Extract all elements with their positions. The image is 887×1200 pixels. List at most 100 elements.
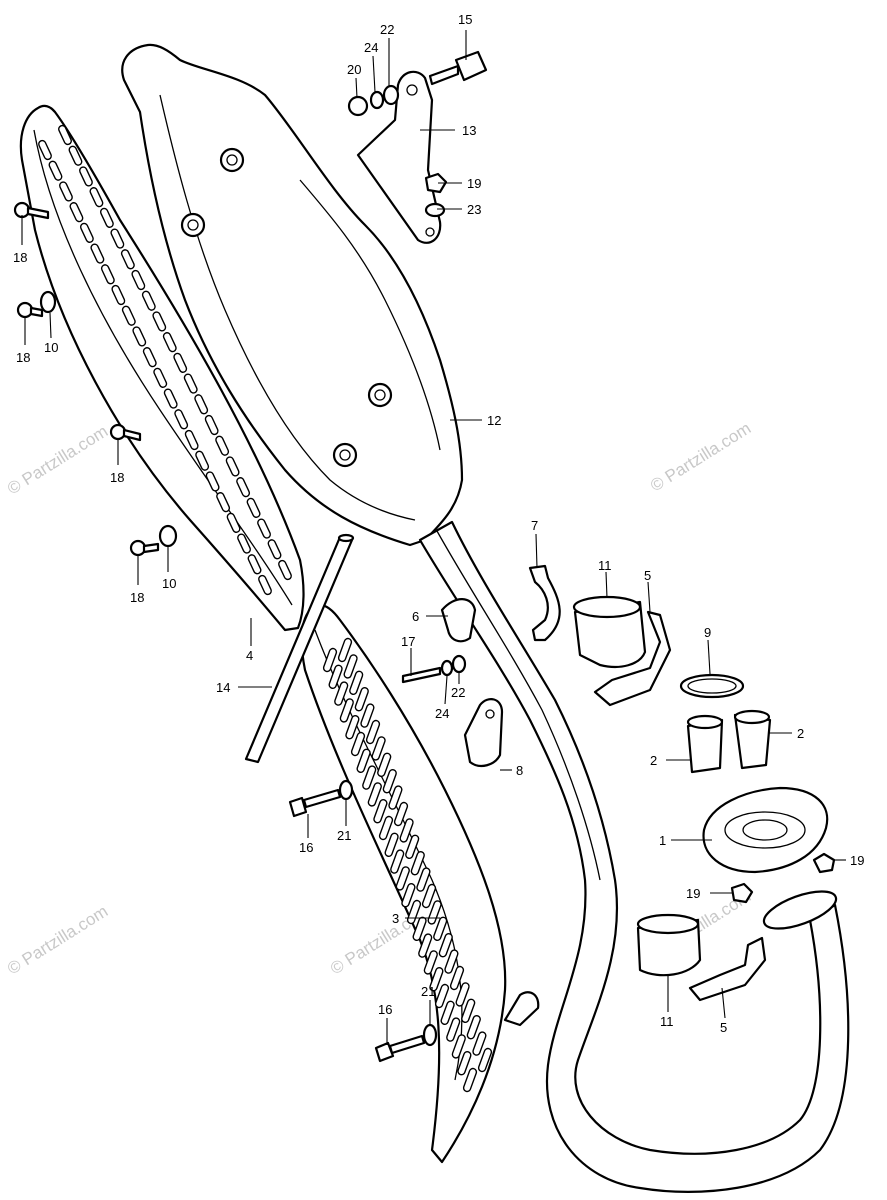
- bracket-part-13: [356, 70, 442, 244]
- heat-shield-slot: [455, 982, 470, 1007]
- heat-shield-slot: [438, 933, 453, 958]
- callout-10: 10: [162, 576, 176, 591]
- heat-shield-slot: [267, 539, 282, 560]
- heat-shield-slot: [100, 264, 115, 285]
- callout-18: 18: [110, 470, 124, 485]
- rod-part-14: [244, 533, 355, 764]
- heat-shield-slot: [350, 731, 366, 757]
- heat-shield-slot: [339, 698, 354, 723]
- callout-18: 18: [130, 590, 144, 605]
- callout-8: 8: [516, 763, 523, 778]
- muffler-bolt: [332, 442, 358, 468]
- nut-19b: [812, 852, 836, 874]
- callout-2: 2: [797, 726, 804, 741]
- callout-19: 19: [467, 176, 481, 191]
- heat-shield-slot: [388, 785, 403, 810]
- bolts-lower: [288, 779, 540, 1063]
- heat-shield-slot: [58, 124, 72, 146]
- heat-shield-slot: [343, 654, 358, 679]
- callout-11: 11: [660, 1014, 674, 1029]
- heat-shield-slot: [183, 373, 198, 394]
- callout-19: 19: [850, 853, 864, 868]
- heat-shield-slot: [349, 670, 364, 695]
- clamp-6: [440, 598, 477, 643]
- callout-4: 4: [246, 648, 253, 663]
- heat-shield-slot: [410, 851, 425, 876]
- heat-shield-slot: [434, 983, 450, 1009]
- heat-shield-slot: [405, 834, 420, 859]
- tab-shield: [503, 991, 540, 1027]
- heat-shield-slot: [449, 965, 465, 991]
- heat-shield-slot: [99, 207, 114, 228]
- screw-18b: [16, 290, 57, 319]
- heat-shield-slot: [457, 1051, 472, 1076]
- heat-shield-slot: [377, 752, 392, 777]
- callout-10: 10: [44, 340, 58, 355]
- muffler-bolt: [367, 382, 393, 408]
- heat-shield-slot: [433, 916, 448, 941]
- gasket-9: [679, 673, 745, 699]
- callout-24: 24: [364, 40, 378, 55]
- heat-shield-slot: [451, 1034, 466, 1059]
- heat-shield-slot: [367, 782, 382, 807]
- washer-24b: [440, 659, 454, 677]
- heat-shield-slot: [461, 998, 476, 1023]
- heat-shield-slot: [444, 949, 459, 974]
- heat-shield-slot: [162, 332, 177, 353]
- heat-shield-slot: [356, 748, 371, 773]
- heat-shield-slot: [205, 471, 220, 492]
- heat-shield-slot: [90, 243, 105, 264]
- heat-shield-slot: [204, 414, 219, 436]
- callout-18: 18: [16, 350, 30, 365]
- heat-shield-slot: [216, 492, 231, 513]
- heat-shield-slot: [360, 703, 375, 728]
- heat-shield-slot: [384, 832, 399, 857]
- heat-shield-slot: [59, 181, 73, 202]
- heat-shield-slot: [322, 647, 338, 673]
- stud-part-15: [428, 50, 488, 86]
- screw-18c: [109, 423, 142, 442]
- callout-1: 1: [659, 833, 666, 848]
- heat-shield-slot: [257, 518, 271, 539]
- leader-lines: [21, 30, 846, 1045]
- watermark-right-top: © Partzilla.com: [647, 419, 754, 496]
- heat-shield-slot: [152, 311, 167, 332]
- washer-24a: [369, 90, 385, 110]
- callout-18: 18: [13, 250, 27, 265]
- heat-shield-slot: [345, 715, 360, 740]
- callout-7: 7: [531, 518, 538, 533]
- heat-shield-slot: [121, 305, 136, 326]
- exhaust-pipe: [418, 520, 850, 1193]
- callout-5: 5: [644, 568, 651, 583]
- clamp-5b: [688, 936, 767, 1002]
- heat-shield-slot: [194, 394, 209, 415]
- heat-shield-slot: [328, 664, 343, 689]
- heat-shield-slot: [68, 145, 83, 166]
- heat-shield-slot: [132, 326, 147, 347]
- watermark-left: © Partzilla.com: [4, 422, 111, 499]
- callout-14: 14: [216, 680, 230, 695]
- heat-shield-slot: [225, 456, 240, 477]
- heat-shield-slot: [393, 801, 409, 827]
- bolt-16a: [288, 779, 354, 818]
- screw-18d: [129, 524, 178, 557]
- callout-2: 2: [650, 753, 657, 768]
- callout-6: 6: [412, 609, 419, 624]
- fasteners-top: [347, 84, 448, 218]
- heat-shield-slot: [195, 450, 210, 471]
- heat-shield-slot: [69, 202, 84, 223]
- heat-shield-slot: [382, 769, 397, 794]
- heat-shield-slot: [365, 719, 381, 745]
- heat-shield-slot: [237, 533, 251, 554]
- callout-5: 5: [720, 1020, 727, 1035]
- callout-11: 11: [598, 558, 612, 573]
- heat-shield-slot: [390, 849, 405, 874]
- callout-16: 16: [299, 840, 313, 855]
- heat-shield-slot: [38, 139, 52, 161]
- heat-shield-slot: [215, 435, 230, 456]
- heat-shield-slot: [472, 1031, 487, 1056]
- callout-9: 9: [704, 625, 711, 640]
- heat-shield-slot: [462, 1067, 478, 1093]
- heat-shield-slot: [362, 765, 377, 790]
